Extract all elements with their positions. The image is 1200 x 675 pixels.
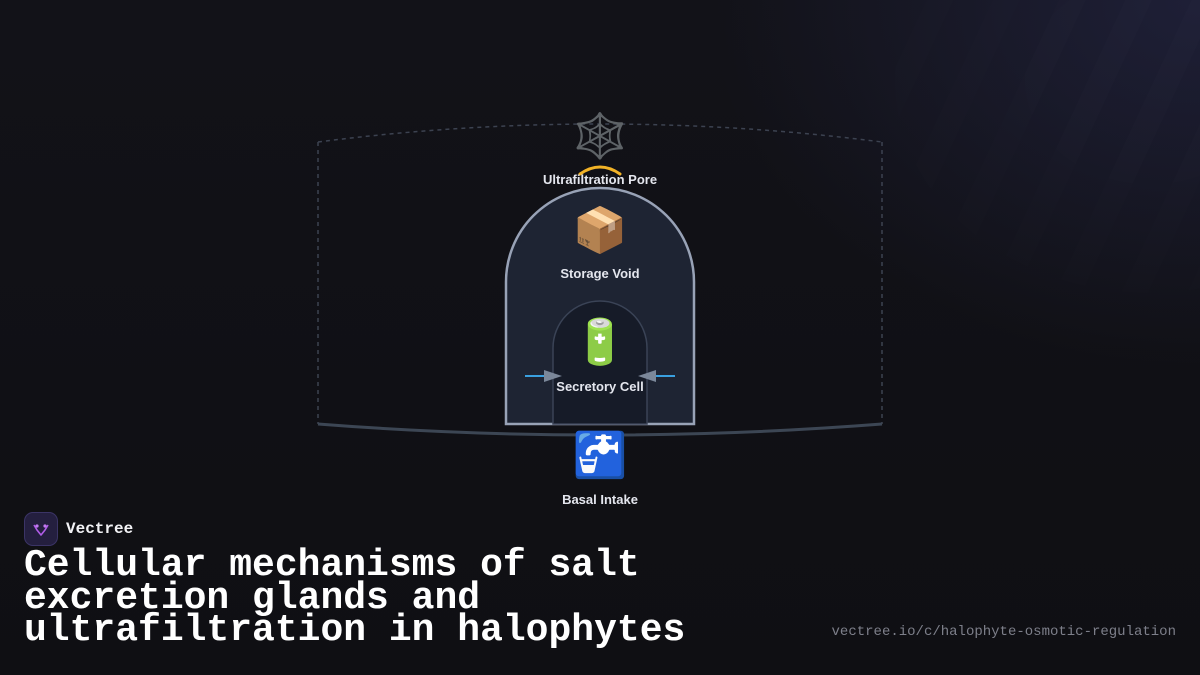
brand-name: Vectree (66, 520, 134, 538)
left-arrow-head (544, 370, 562, 382)
outer-boundary-top (317, 123, 883, 143)
right-arrow-head (638, 370, 656, 382)
faucet-icon: 🚰 (572, 430, 628, 481)
node-label-secretory-cell: Secretory Cell (556, 379, 644, 394)
source-url[interactable]: vectree.io/c/halophyte-osmotic-regulatio… (831, 624, 1176, 640)
secretory-cell-arch (552, 300, 648, 425)
node-label-basal-intake: Basal Intake (562, 492, 638, 507)
node-label-storage-void: Storage Void (560, 266, 640, 281)
brand[interactable]: Vectree (24, 512, 133, 546)
node-label-ultrafiltration-pore: Ultrafiltration Pore (542, 172, 658, 187)
spider-web-icon: 🕸️ (572, 111, 628, 162)
pore-arc (578, 165, 622, 176)
vectree-logo-icon (24, 512, 58, 546)
page-title: Cellular mechanisms of salt excretion gl… (24, 544, 686, 652)
package-icon: 📦 (572, 205, 628, 256)
battery-icon: 🔋 (572, 317, 628, 368)
basal-boundary (317, 422, 883, 437)
